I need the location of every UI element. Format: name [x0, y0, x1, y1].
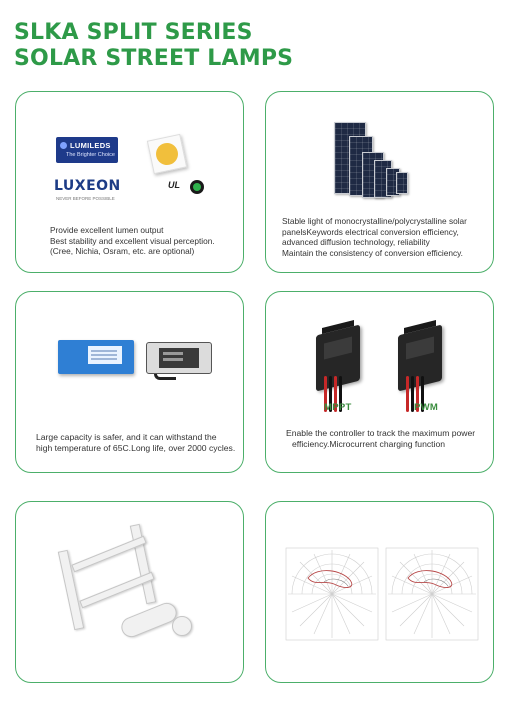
light-distribution-chart-right: [385, 547, 479, 641]
page-title: SLKA SPLIT SERIES SOLAR STREET LAMPS: [14, 20, 293, 72]
card-solar-text: Stable light of monocrystalline/polycrys…: [282, 216, 467, 258]
battery-pack-image: [58, 340, 134, 374]
card-light-distribution: [265, 501, 494, 683]
card-led: LUMILEDS The Brighter Choice LUXEON NEVE…: [15, 91, 244, 273]
mppt-label: MPPT: [324, 402, 352, 413]
luxeon-tagline: NEVER BEFORE POSSIBLE: [56, 196, 115, 201]
cable-image: [154, 374, 176, 380]
card-bracket: [15, 501, 244, 683]
lumileds-logo: LUMILEDS The Brighter Choice: [56, 137, 118, 163]
card-controller: MPPT PWM Enable the controller to track …: [265, 291, 494, 473]
card-controller-text: Enable the controller to track the maxim…: [286, 428, 476, 449]
pwm-label: PWM: [414, 402, 439, 413]
card-led-text: Provide excellent lumen output Best stab…: [50, 225, 215, 257]
light-distribution-chart-left: [285, 547, 379, 641]
certification-icon: [190, 180, 204, 194]
led-chip-image: [146, 133, 188, 175]
title-line-2: SOLAR STREET LAMPS: [14, 46, 294, 71]
ul-logo: UL: [168, 180, 180, 190]
luxeon-logo: LUXEON: [54, 178, 121, 194]
card-battery: Large capacity is safer, and it can with…: [15, 291, 244, 473]
card-battery-text: Large capacity is safer, and it can with…: [36, 432, 236, 453]
battery-controller-image: [146, 342, 212, 374]
title-line-1: SLKA SPLIT SERIES: [14, 20, 253, 45]
card-solar-panel: Stable light of monocrystalline/polycrys…: [265, 91, 494, 273]
